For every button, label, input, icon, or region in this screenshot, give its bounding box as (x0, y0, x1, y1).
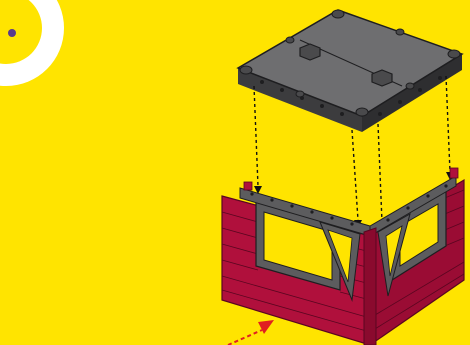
red-arrow-icon (228, 320, 274, 345)
wall-assembly-icon (222, 168, 464, 345)
badge-ring-icon (0, 0, 64, 86)
roof-plate-icon (238, 10, 462, 132)
